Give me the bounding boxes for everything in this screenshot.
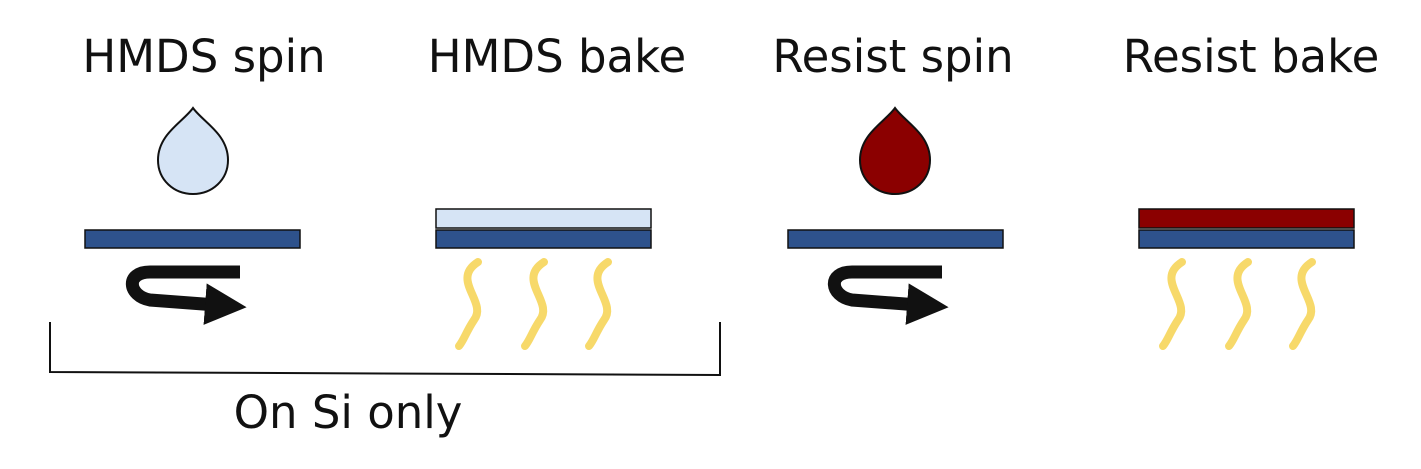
spin-arrow-icon (125, 265, 247, 325)
heat-wave-icon (455, 258, 612, 350)
on-si-only-bracket (49, 322, 721, 377)
silicon-wafer (787, 229, 1004, 249)
step-title-resist-spin: Resist spin (772, 30, 1013, 83)
spin-arrow-icon (827, 265, 949, 325)
silicon-wafer (1138, 229, 1355, 249)
heat-wave-icon (1159, 258, 1316, 350)
silicon-wafer (84, 229, 301, 249)
bracket-label: On Si only (234, 386, 463, 439)
silicon-wafer (435, 229, 652, 249)
resist-droplet-icon (858, 106, 932, 196)
hmds-droplet-icon (156, 106, 230, 196)
step-title-hmds-bake: HMDS bake (428, 30, 686, 83)
resist-layer (1138, 208, 1355, 229)
step-title-resist-bake: Resist bake (1123, 30, 1380, 83)
step-title-hmds-spin: HMDS spin (82, 30, 325, 83)
hmds-layer (435, 208, 652, 229)
